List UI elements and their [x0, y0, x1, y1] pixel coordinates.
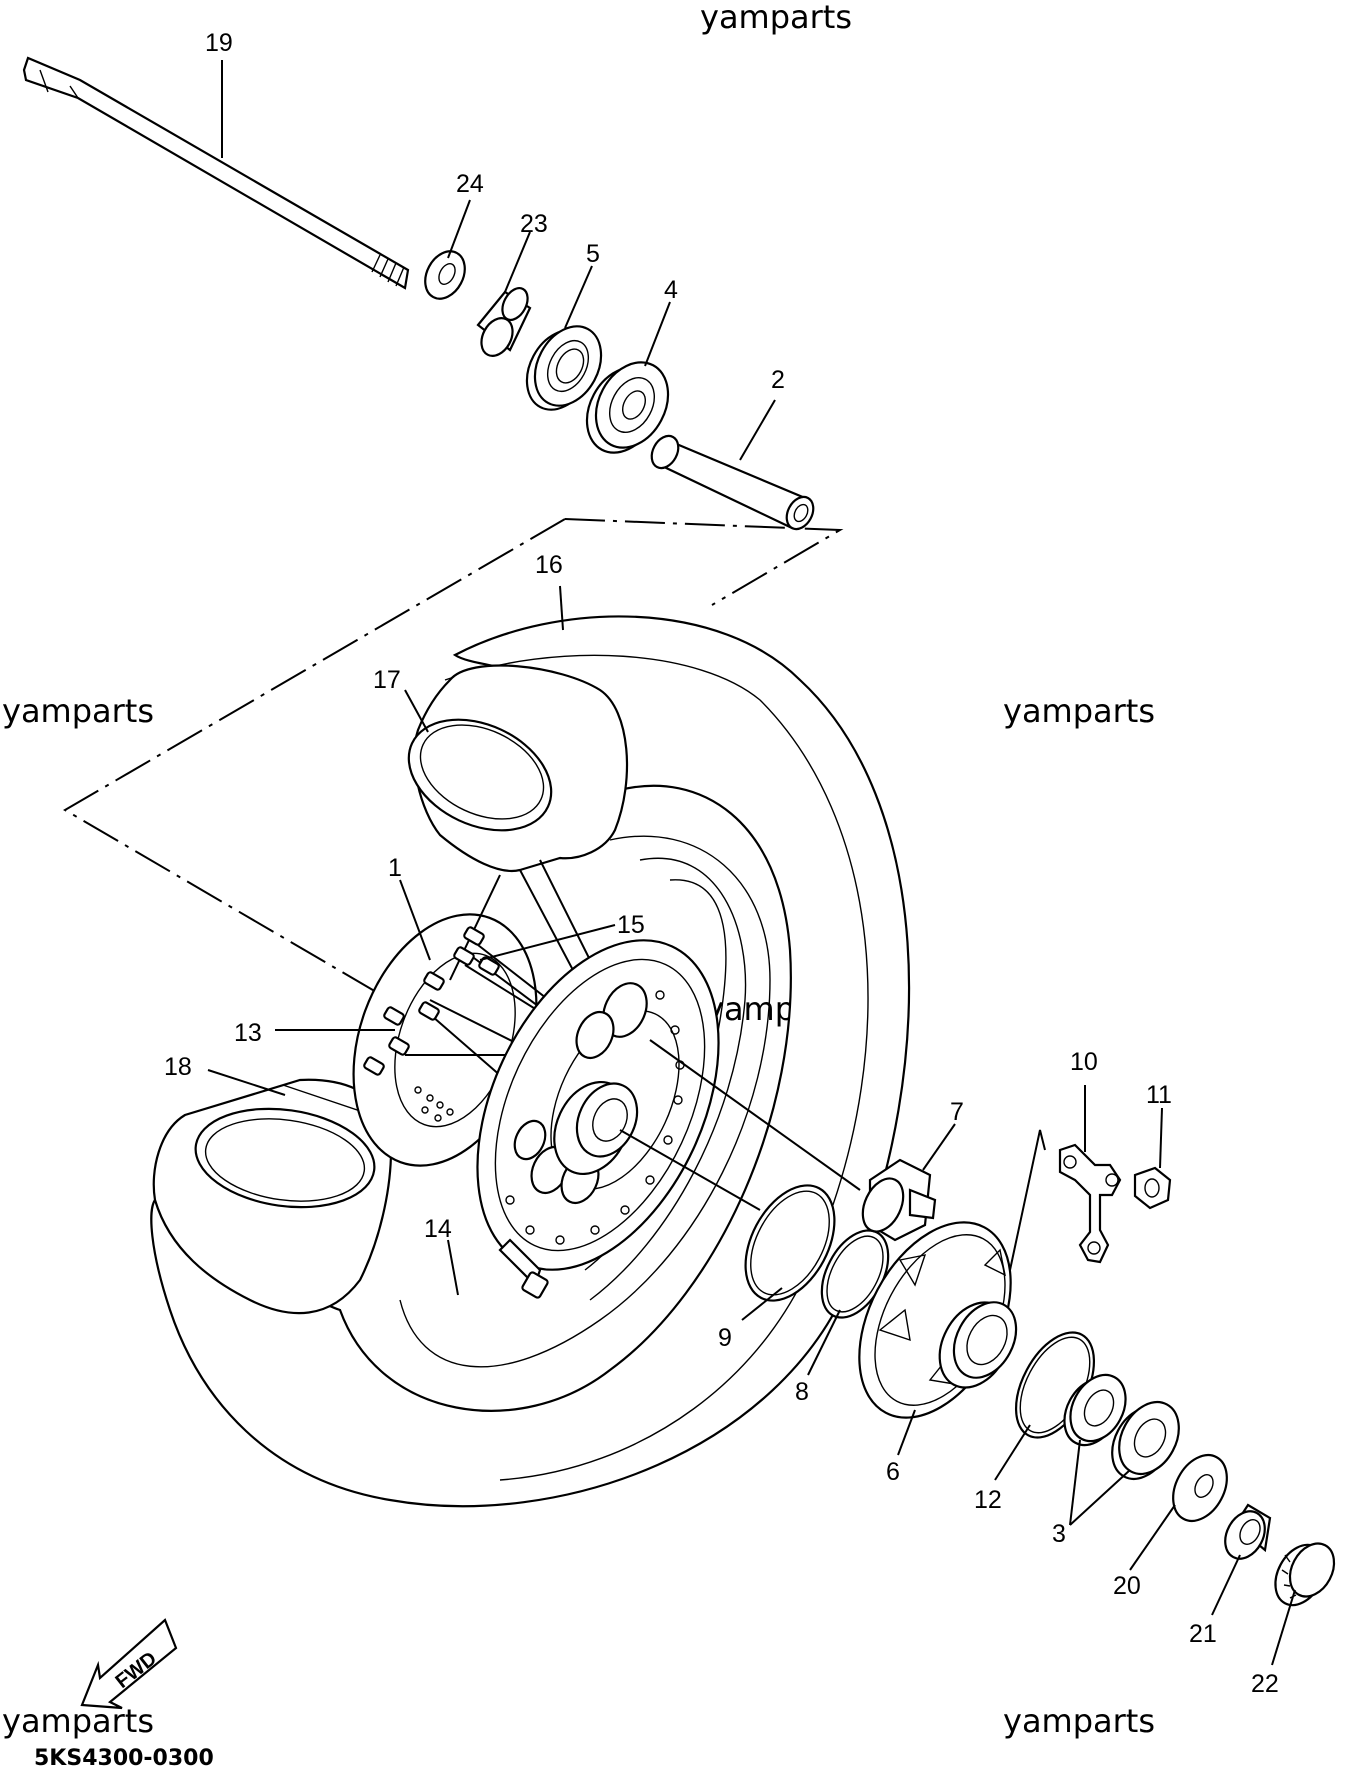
callout-6: 6 — [886, 1458, 900, 1486]
o-ring-9-inner — [750, 1190, 830, 1296]
axle-nut — [1274, 1542, 1336, 1607]
assembly-outline-upper — [564, 518, 844, 606]
o-ring-8-inner — [826, 1235, 884, 1313]
callout-23: 23 — [520, 210, 548, 238]
callout-15: 15 — [617, 911, 645, 939]
spacer-tube — [650, 434, 815, 531]
watermark-left: yamparts — [2, 692, 154, 730]
callout-7: 7 — [950, 1098, 964, 1126]
collar-washer — [424, 250, 466, 300]
callout-16: 16 — [535, 551, 563, 579]
axle — [22, 56, 410, 290]
callout-3: 3 — [1052, 1520, 1066, 1548]
lock-washer — [1058, 1143, 1122, 1264]
tube-upper — [407, 664, 629, 873]
damper — [861, 1158, 937, 1242]
callout-4: 4 — [664, 276, 678, 304]
valve — [498, 1238, 549, 1299]
bearing-3b — [1111, 1401, 1180, 1480]
tube-lower — [152, 1078, 393, 1315]
callout-8: 8 — [795, 1378, 809, 1406]
callout-18: 18 — [164, 1053, 192, 1081]
watermark-top: yamparts — [700, 0, 852, 36]
oil-seal — [525, 325, 603, 411]
spoke-nipples — [363, 926, 500, 1076]
o-ring-9 — [744, 1184, 836, 1302]
callout-13: 13 — [234, 1019, 262, 1047]
leader-lines — [207, 60, 1296, 1666]
callout-2: 2 — [771, 366, 785, 394]
callout-24: 24 — [456, 170, 484, 198]
callout-14: 14 — [424, 1215, 452, 1243]
callout-22: 22 — [1251, 1670, 1279, 1698]
callout-17: 17 — [373, 666, 401, 694]
watermark-bottom-right: yamparts — [1003, 1702, 1155, 1740]
fwd-arrow-icon: FWD — [80, 1618, 178, 1710]
assembly-outline — [63, 518, 566, 994]
watermark-bottom-left: yamparts — [2, 1702, 154, 1740]
callout-20: 20 — [1113, 1572, 1141, 1600]
clutch-hub — [858, 1221, 1018, 1419]
callout-5: 5 — [586, 240, 600, 268]
callout-19: 19 — [205, 29, 233, 57]
callout-10: 10 — [1070, 1048, 1098, 1076]
nut-11 — [1133, 1166, 1172, 1210]
washer-20 — [1172, 1454, 1228, 1522]
callout-1: 1 — [388, 854, 402, 882]
bearing-3a — [1063, 1373, 1127, 1447]
guide-line-washer — [1009, 1129, 1046, 1271]
guide-line-damper — [649, 1039, 861, 1191]
callout-11: 11 — [1146, 1081, 1172, 1109]
watermark-right: yamparts — [1003, 692, 1155, 730]
bearing-4 — [585, 361, 670, 454]
collar-21 — [1224, 1503, 1272, 1560]
callout-9: 9 — [718, 1324, 732, 1352]
callout-12: 12 — [974, 1486, 1002, 1514]
guide-line-oring — [619, 1129, 761, 1211]
callout-21: 21 — [1189, 1620, 1217, 1648]
brake-disc — [476, 939, 720, 1271]
spacer-collar — [476, 287, 532, 357]
diagram-code: 5KS4300-0300 — [34, 1746, 214, 1771]
